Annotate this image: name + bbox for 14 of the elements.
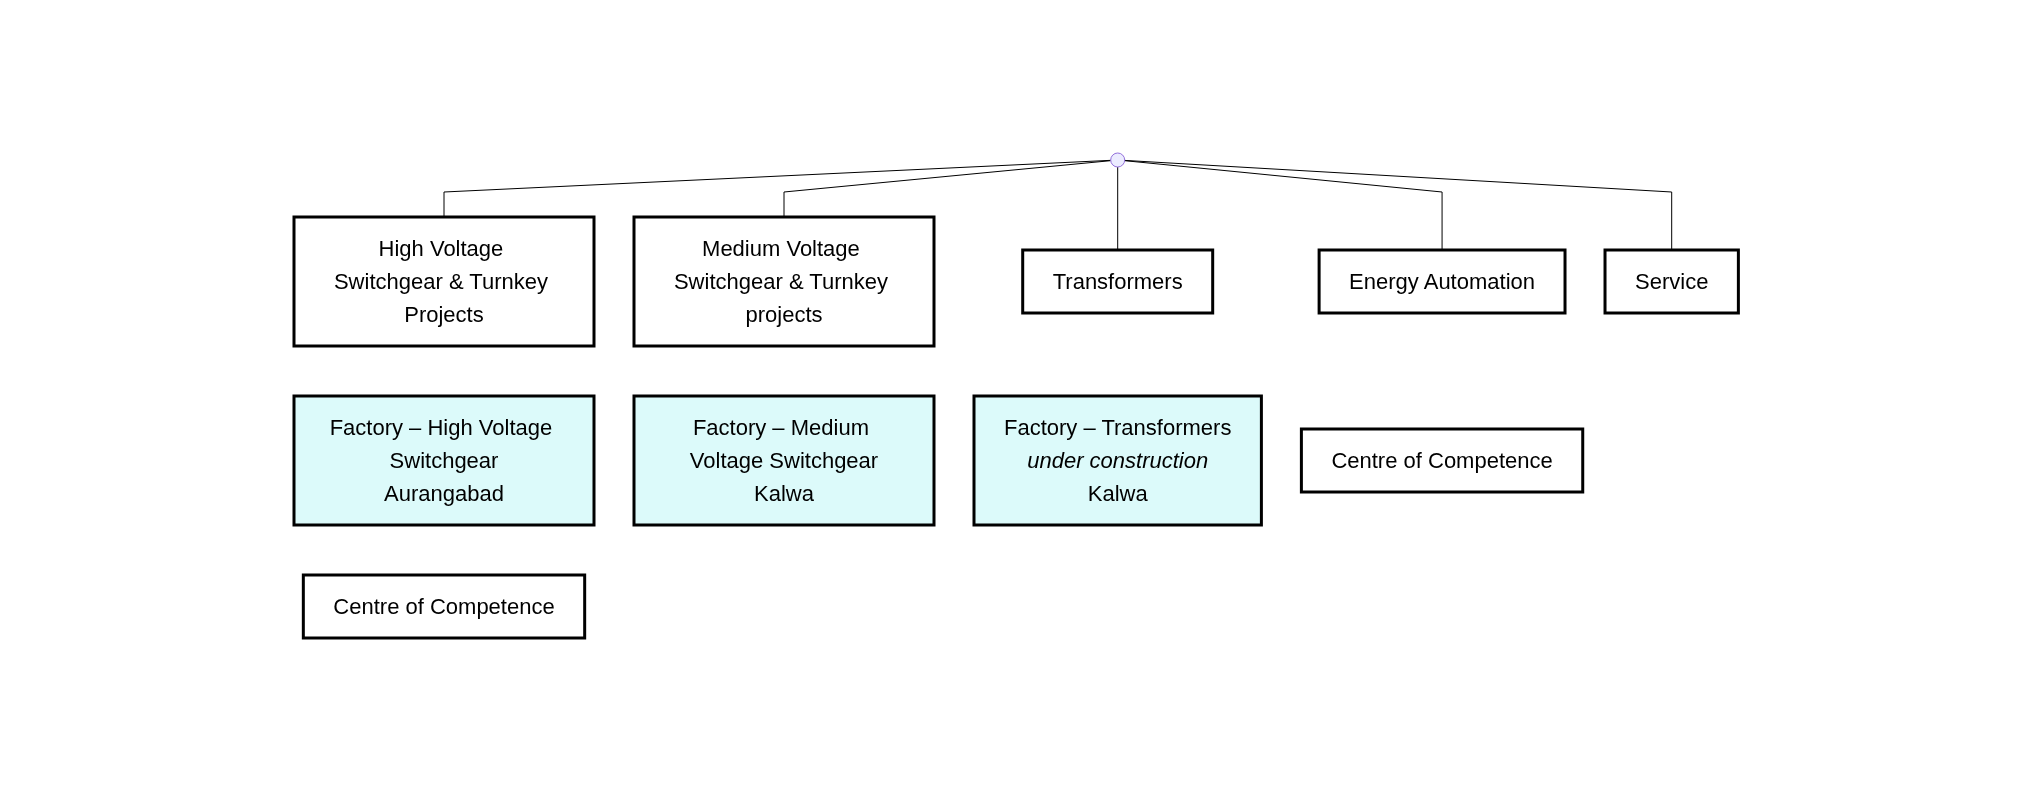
node-box: Factory – High Voltage Switchgear Aurangabad [292,394,596,527]
node-box: Energy Automation [1317,248,1567,315]
node-box: Centre of Competence [1300,427,1585,494]
node-box: High Voltage Switchgear & Turnkey Projects [292,215,596,348]
node-box: Service [1603,248,1741,315]
node-box: Centre of Competence [302,573,587,640]
node-box: Medium Voltage Switchgear & Turnkey projects [632,215,936,348]
connector-line [783,160,1112,218]
connector-line [1117,166,1119,251]
node-box: Factory – Transformers under construction Kalwa [972,394,1264,527]
connector-line [1124,160,1443,251]
node-box: Transformers [1021,248,1215,315]
node-box: Factory – Medium Voltage Switchgear Kalwa [632,394,936,527]
connector-line [1124,159,1673,251]
